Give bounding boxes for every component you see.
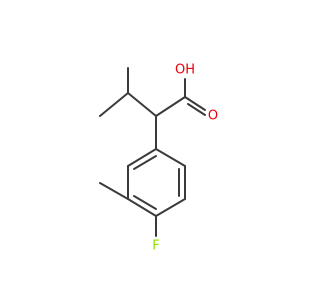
atom-label-hydroxyl: OH: [175, 63, 195, 78]
ring-bond-bottom-left: [127, 198, 157, 217]
structure-diagram: OH O F: [99, 63, 218, 254]
bond-alpha-to-carboxyl: [155, 96, 186, 117]
atom-label-carbonyl-oxygen: O: [208, 109, 218, 124]
ring-bond-bottom-right: [155, 198, 186, 217]
ring-bond-top-left: [127, 148, 157, 167]
ring-inner-line-bottom-left: [133, 195, 157, 210]
bond-methyl-left: [99, 92, 129, 117]
bond-carbonyl-double-a: [184, 96, 206, 111]
ring-bond-top-to-right: [155, 148, 186, 167]
bond-ring-to-methyl: [99, 182, 129, 200]
atom-label-fluorine: F: [152, 239, 159, 254]
bond-carbonyl-double-b: [187, 103, 206, 116]
bond-isopropyl-to-alpha: [127, 92, 157, 117]
ring-inner-line-top-left: [133, 155, 157, 170]
